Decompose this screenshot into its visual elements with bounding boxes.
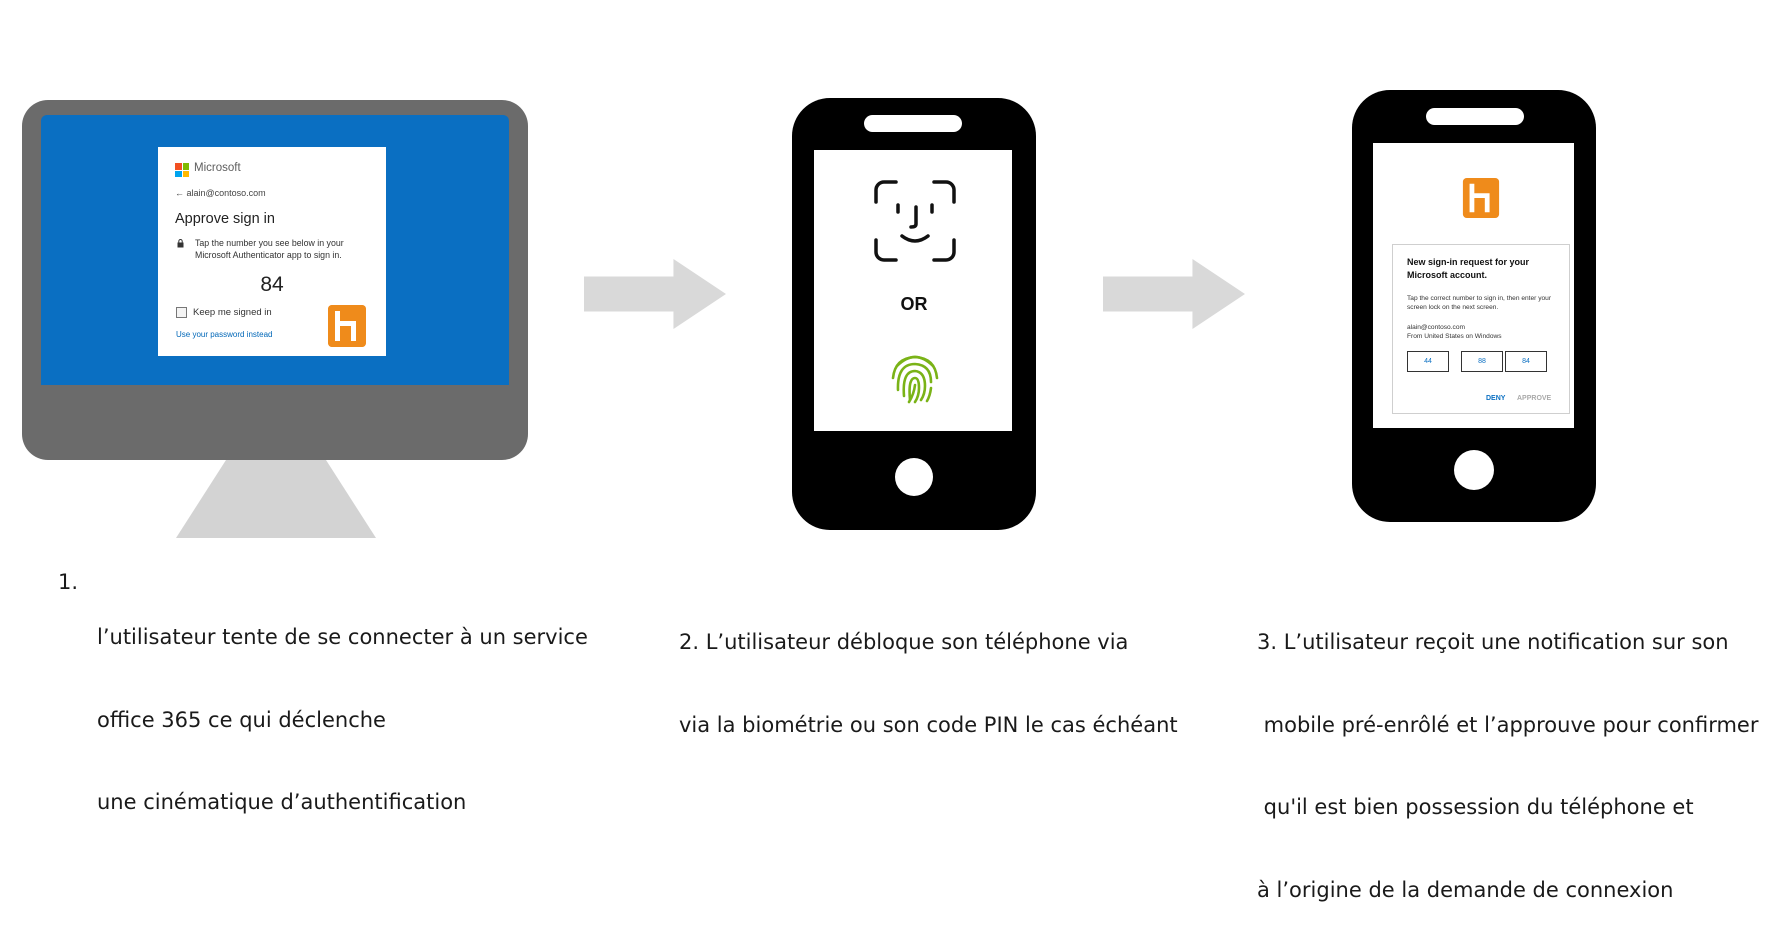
app-logo-icon	[328, 305, 366, 347]
caption-line: office 365 ce qui déclenche	[97, 707, 386, 732]
monitor-stand	[176, 460, 376, 538]
or-label: OR	[900, 294, 928, 314]
arrow-right-icon	[1103, 259, 1245, 329]
keep-signed-in-label: Keep me signed in	[193, 307, 272, 318]
signin-dialog: Microsoft ← alain@contoso.com Approve si…	[158, 147, 386, 356]
face-id-icon	[874, 180, 956, 262]
caption-line: qu'il est bien possession du téléphone e…	[1257, 795, 1694, 819]
phone-home-button	[1454, 450, 1494, 490]
phone-speaker	[1426, 108, 1524, 125]
step1-number: 1.	[58, 570, 79, 594]
lock-icon	[177, 239, 184, 248]
number-option-button[interactable]: 44	[1407, 351, 1449, 372]
caption-line: une cinématique d’authentification	[97, 790, 467, 814]
caption-line: l’utilisateur tente de se connecter à un…	[97, 625, 588, 649]
notification-email: alain@contoso.com	[1407, 324, 1466, 331]
step2-caption: 2. L’utilisateur débloque son téléphone …	[679, 574, 1178, 767]
signin-account-email[interactable]: ← alain@contoso.com	[175, 188, 266, 198]
caption-line: 2. L’utilisateur débloque son téléphone …	[679, 630, 1129, 654]
step3-caption: 3. L’utilisateur reçoit une notification…	[1257, 574, 1758, 932]
signin-title: Approve sign in	[175, 211, 275, 227]
caption-line: 3. L’utilisateur reçoit une notification…	[1257, 630, 1729, 654]
signin-instruction: Tap the number you see below in your Mic…	[195, 238, 344, 260]
number-option-button[interactable]: 88	[1461, 351, 1503, 372]
notification-location: From United States on Windows	[1407, 333, 1502, 340]
step1-caption: l’utilisateur tente de se connecter à un…	[97, 569, 588, 844]
phone-speaker	[864, 115, 962, 132]
deny-button[interactable]: DENY	[1486, 395, 1506, 402]
app-logo-icon	[1462, 178, 1500, 218]
notification-account: alain@contoso.com From United States on …	[1407, 323, 1563, 341]
signin-number: 84	[260, 273, 284, 296]
notification-instruction: Tap the correct number to sign in, then …	[1407, 295, 1552, 311]
phone-home-button	[895, 458, 933, 496]
arrow-right-icon	[584, 259, 726, 329]
caption-line: à l’origine de la demande de connexion	[1257, 877, 1674, 902]
fingerprint-icon	[891, 355, 939, 404]
number-option-button[interactable]: 84	[1505, 351, 1547, 372]
approve-button[interactable]: APPROVE	[1517, 395, 1552, 402]
notification-title: New sign-in request for your Microsoft a…	[1407, 257, 1530, 280]
caption-line: mobile pré-enrôlé et l’approuve pour con…	[1257, 712, 1759, 737]
microsoft-logo-icon	[175, 163, 189, 177]
phone-screen	[814, 150, 1012, 431]
microsoft-brand: Microsoft	[194, 162, 241, 174]
keep-signed-in-checkbox[interactable]	[176, 307, 187, 318]
use-password-link[interactable]: Use your password instead	[176, 330, 273, 339]
caption-line: via la biométrie ou son code PIN le cas …	[679, 712, 1178, 737]
signin-notification: New sign-in request for your Microsoft a…	[1392, 244, 1570, 414]
